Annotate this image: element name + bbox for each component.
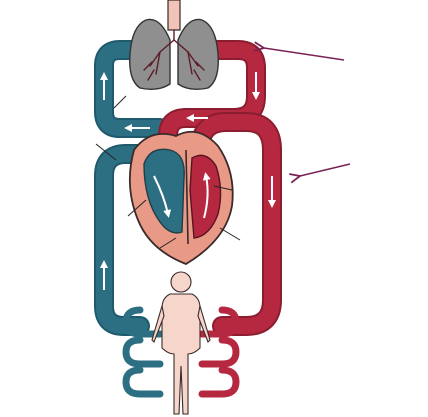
pulmonary-vein [160,42,264,144]
vena-cava [96,146,158,334]
label-line [95,143,117,161]
label-line [127,199,147,217]
right-lung [177,18,219,91]
bronchi [143,29,205,81]
head [170,271,192,293]
torso [161,293,201,415]
label-line [213,185,233,191]
label-line [113,95,127,109]
trachea [167,0,181,31]
right-heart-chamber [143,148,185,234]
left-chamber-flow [202,172,211,219]
left-lung [129,18,171,91]
label-lines [95,95,241,249]
capillary-beds [122,306,240,398]
right-arm [197,305,211,343]
heart-icon [128,130,234,265]
label-line [219,227,241,241]
septum [185,149,189,245]
left-heart-chamber [189,154,222,239]
pointer-arrow-icon [300,163,351,176]
left-arm [151,305,165,343]
human-body-icon [151,271,211,415]
right-chamber-flow [153,175,172,218]
flow-arrows [100,72,276,290]
aorta [192,114,280,334]
lungs-icon [129,0,219,91]
label-line [159,237,177,249]
pointer-arrow-icon [264,48,345,61]
